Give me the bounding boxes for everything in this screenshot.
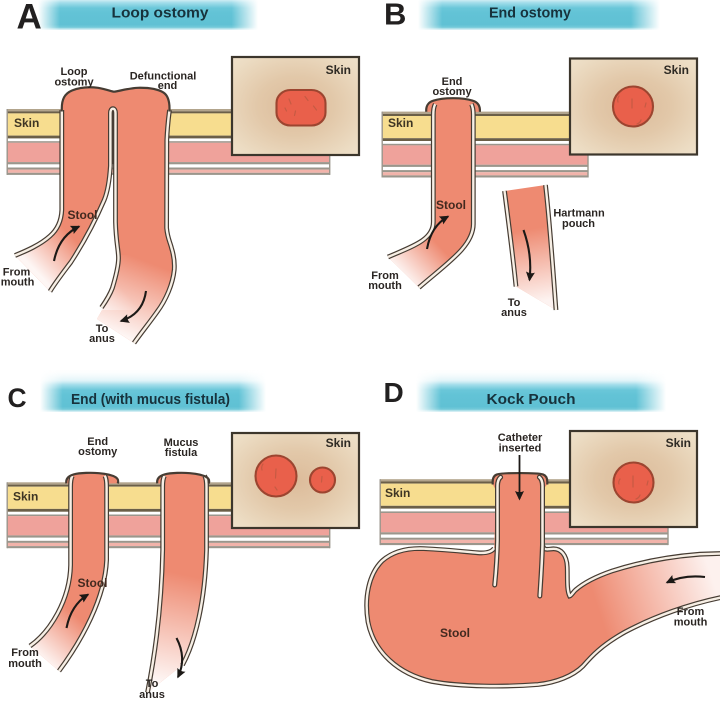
- svg-text:Stool: Stool: [78, 576, 108, 590]
- svg-text:To: To: [146, 678, 159, 690]
- svg-text:Loop: Loop: [61, 66, 88, 78]
- svg-text:C: C: [8, 383, 27, 413]
- svg-text:end: end: [158, 80, 178, 92]
- svg-text:Skin: Skin: [664, 63, 689, 77]
- svg-text:From: From: [3, 267, 31, 279]
- svg-text:Skin: Skin: [14, 116, 39, 130]
- svg-text:Stool: Stool: [440, 626, 470, 640]
- svg-text:ostomy: ostomy: [78, 446, 118, 458]
- svg-text:fistula: fistula: [165, 447, 198, 459]
- svg-text:ostomy: ostomy: [54, 77, 94, 89]
- svg-text:Stool: Stool: [436, 198, 466, 212]
- svg-text:B: B: [384, 0, 406, 32]
- svg-text:ostomy: ostomy: [432, 86, 472, 98]
- svg-text:Loop ostomy: Loop ostomy: [112, 5, 210, 22]
- svg-text:End ostomy: End ostomy: [489, 5, 572, 22]
- svg-text:Hartmann: Hartmann: [553, 208, 605, 220]
- svg-text:End (with mucus fistula): End (with mucus fistula): [71, 391, 230, 408]
- svg-text:A: A: [17, 0, 42, 36]
- svg-text:anus: anus: [89, 333, 115, 345]
- svg-text:End: End: [442, 76, 463, 88]
- svg-text:Skin: Skin: [666, 436, 691, 450]
- svg-text:mouth: mouth: [8, 658, 42, 670]
- svg-text:Skin: Skin: [385, 486, 410, 500]
- svg-text:Skin: Skin: [326, 63, 351, 77]
- svg-text:mouth: mouth: [368, 280, 402, 292]
- svg-text:Stool: Stool: [68, 208, 98, 222]
- svg-text:mouth: mouth: [674, 617, 708, 629]
- svg-text:mouth: mouth: [1, 277, 35, 289]
- svg-text:End: End: [87, 436, 108, 448]
- svg-text:Skin: Skin: [326, 436, 351, 450]
- svg-text:anus: anus: [501, 307, 527, 319]
- svg-text:From: From: [677, 606, 705, 618]
- svg-text:Skin: Skin: [388, 116, 413, 130]
- svg-text:Defunctional: Defunctional: [130, 71, 197, 83]
- svg-text:Catheter: Catheter: [498, 432, 543, 444]
- svg-text:inserted: inserted: [499, 443, 542, 455]
- svg-text:Skin: Skin: [13, 490, 38, 504]
- svg-text:From: From: [371, 270, 399, 282]
- svg-text:From: From: [11, 647, 39, 659]
- svg-text:To: To: [508, 297, 521, 309]
- svg-text:pouch: pouch: [562, 218, 595, 230]
- svg-text:Mucus: Mucus: [164, 437, 199, 449]
- svg-text:Kock Pouch: Kock Pouch: [487, 391, 576, 408]
- svg-text:anus: anus: [139, 689, 165, 701]
- svg-text:To: To: [96, 323, 109, 335]
- svg-text:D: D: [384, 377, 404, 408]
